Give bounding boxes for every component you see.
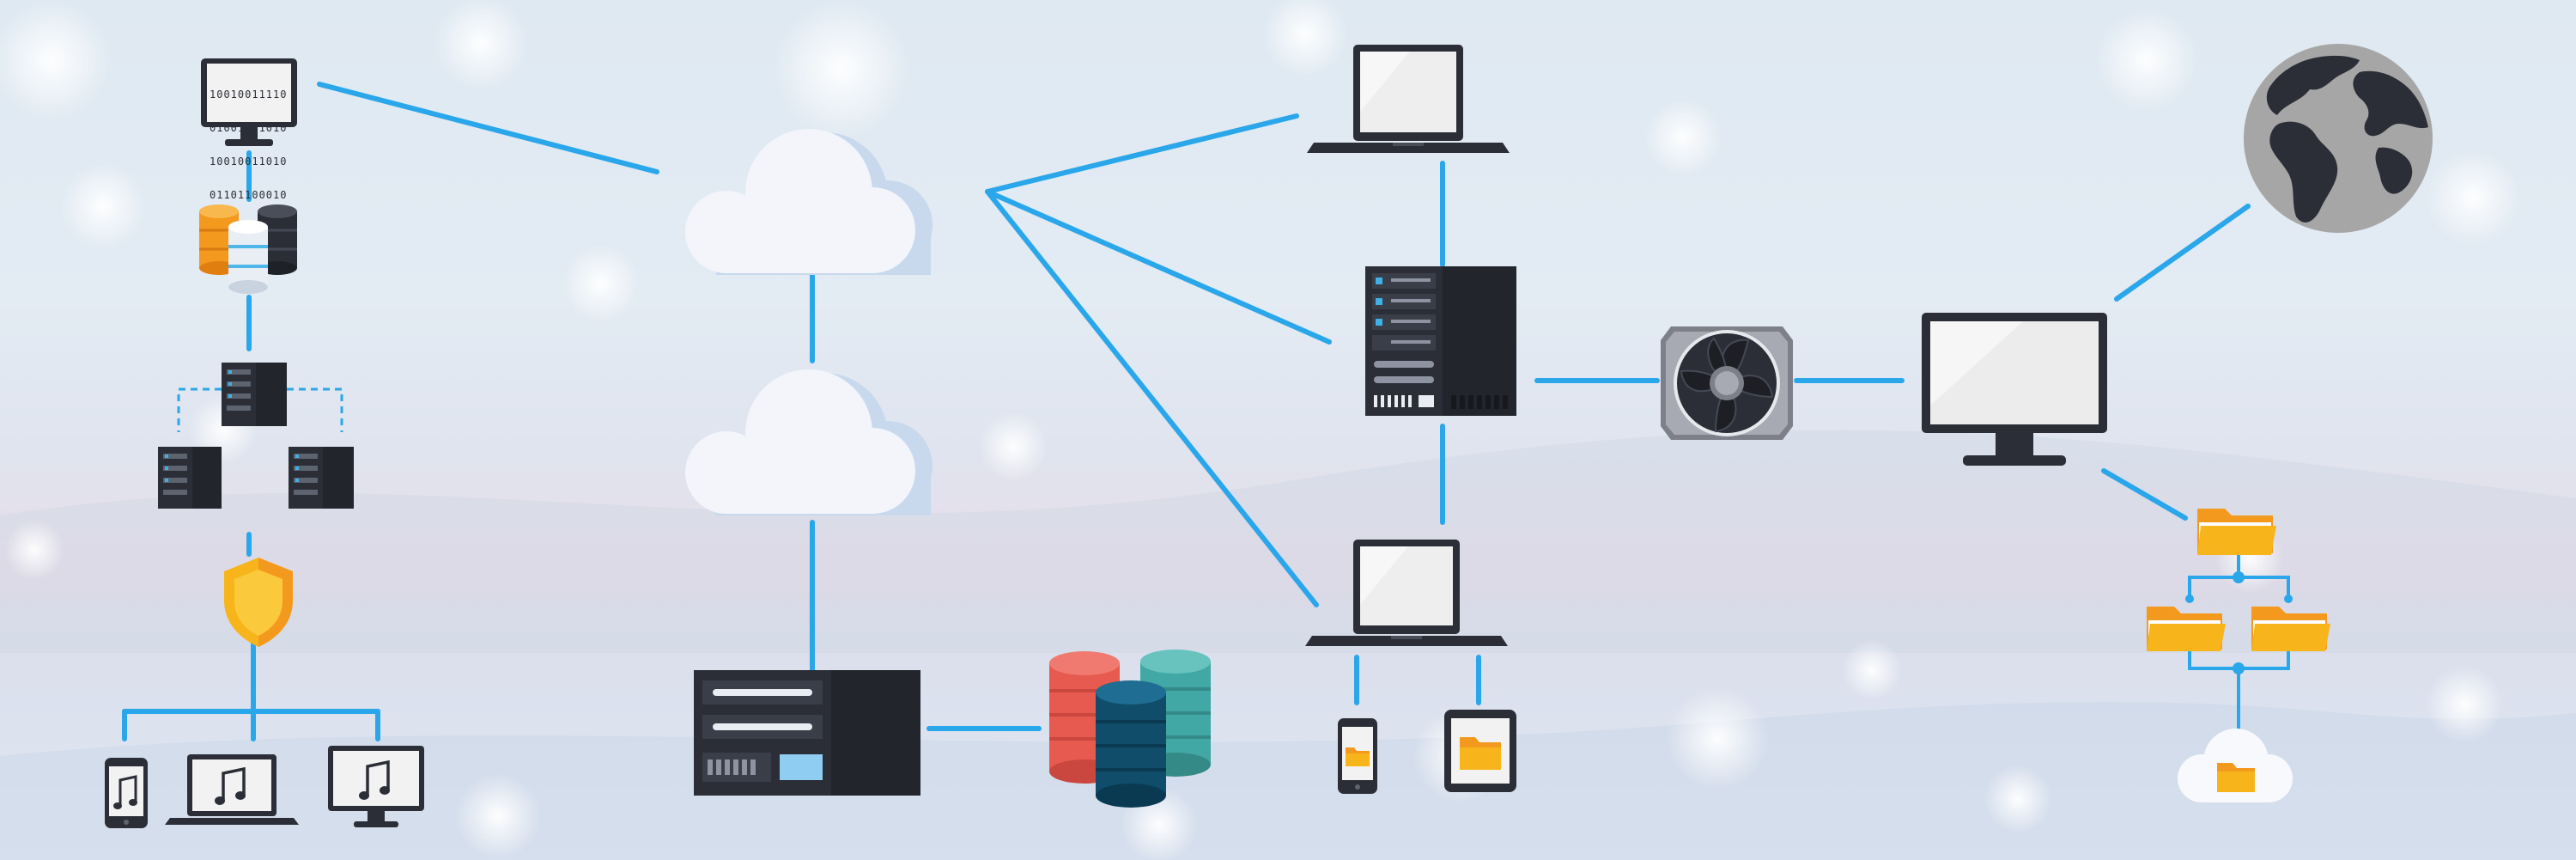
phone-folder-icon: [1336, 717, 1379, 796]
binary-line: 01001011010: [210, 122, 288, 134]
cooling-fan-icon: [1654, 314, 1800, 452]
cloud-icon: [673, 120, 953, 275]
laptop-icon: [1307, 43, 1510, 160]
server-icon: [222, 363, 287, 426]
monitor-icon: [1920, 311, 2109, 473]
cloud-icon: [673, 359, 953, 515]
server-icon: [1365, 266, 1516, 416]
laptop-icon: [1305, 538, 1508, 653]
shield-icon: [219, 554, 298, 650]
globe-icon: [2241, 41, 2435, 235]
database-stack-icon: [196, 203, 301, 297]
server-icon: [158, 447, 222, 509]
monitor-music-icon: [326, 744, 426, 832]
binary-text: 10010011110 01001011010 10010011010 0110…: [210, 67, 288, 223]
rack-server-icon: [694, 670, 920, 796]
folder-icon: [2145, 603, 2227, 653]
laptop-music-icon: [165, 753, 299, 830]
binary-line: 10010011110: [210, 88, 288, 101]
binary-line: 10010011010: [210, 156, 288, 168]
binary-line: 01101100010: [210, 189, 288, 201]
folder-icon: [2250, 603, 2332, 653]
binary-monitor-icon: 10010011110 01001011010 10010011010 0110…: [197, 55, 301, 201]
tablet-folder-icon: [1443, 708, 1518, 794]
phone-music-icon: [103, 756, 149, 830]
cloud-folder-icon: [2172, 723, 2296, 806]
database-cylinders-icon: [1046, 644, 1214, 809]
server-icon: [289, 447, 354, 509]
folder-icon: [2196, 503, 2278, 557]
